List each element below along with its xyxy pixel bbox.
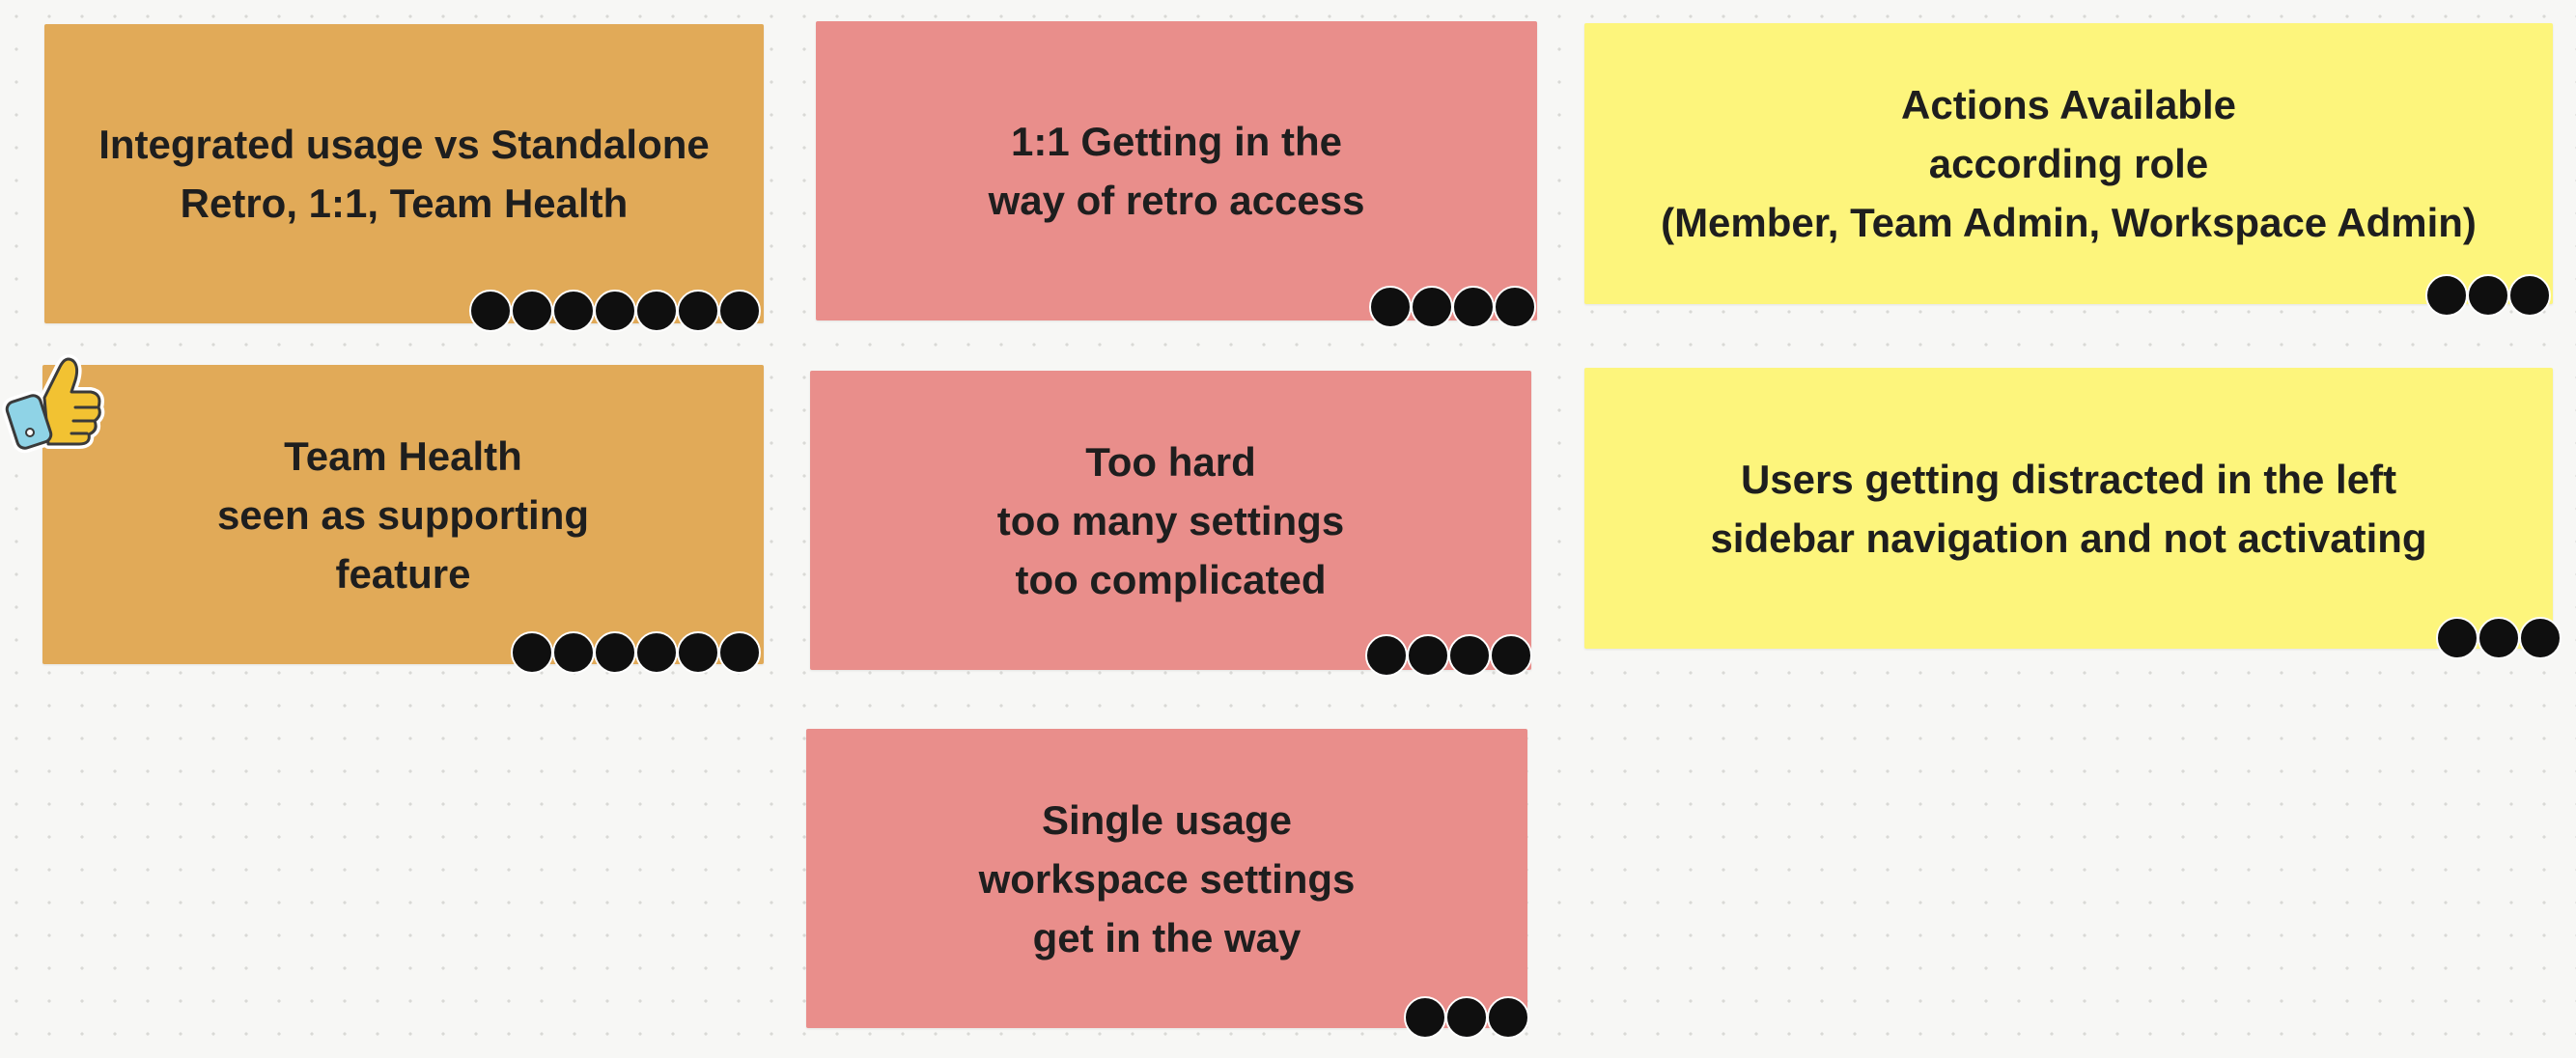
- thumbs-up-icon: [2, 354, 105, 454]
- vote-dot: [594, 290, 636, 332]
- vote-dot: [1445, 996, 1488, 1039]
- vote-dot: [677, 290, 719, 332]
- vote-dots: [511, 631, 761, 674]
- sticky-note-text: Single usage workspace settings get in t…: [978, 796, 1356, 961]
- vote-dots: [2425, 274, 2551, 317]
- vote-dot: [718, 290, 761, 332]
- sticky-note-text: Users getting distracted in the left sid…: [1710, 456, 2427, 561]
- vote-dot: [594, 631, 636, 674]
- vote-dot: [2519, 617, 2562, 659]
- vote-dot: [2478, 617, 2520, 659]
- vote-dot: [1369, 286, 1412, 328]
- vote-dot: [1407, 634, 1449, 677]
- vote-dot: [1448, 634, 1491, 677]
- vote-dot: [552, 631, 595, 674]
- vote-dot: [2425, 274, 2468, 317]
- sticky-note-text: 1:1 Getting in the way of retro access: [988, 119, 1365, 223]
- vote-dot: [469, 290, 512, 332]
- vote-dot: [718, 631, 761, 674]
- vote-dots: [1369, 286, 1536, 328]
- vote-dot: [1411, 286, 1453, 328]
- vote-dot: [1365, 634, 1408, 677]
- sticky-note-text: Too hard too many settings too complicat…: [996, 438, 1345, 602]
- vote-dot: [1490, 634, 1532, 677]
- sticky-note-sidebar-distraction[interactable]: Users getting distracted in the left sid…: [1584, 368, 2553, 649]
- thumbs-up-reaction[interactable]: [2, 348, 108, 454]
- vote-dot: [2436, 617, 2478, 659]
- sticky-note-actions-by-role[interactable]: Actions Available according role (Member…: [1584, 23, 2553, 304]
- vote-dot: [1487, 996, 1529, 1039]
- sticky-note-one-on-one-retro-access[interactable]: 1:1 Getting in the way of retro access: [816, 21, 1537, 320]
- vote-dots: [2436, 617, 2562, 659]
- vote-dot: [1494, 286, 1536, 328]
- vote-dot: [511, 631, 553, 674]
- vote-dot: [1404, 996, 1446, 1039]
- sticky-note-text: Actions Available according role (Member…: [1661, 82, 2477, 245]
- vote-dot: [635, 631, 678, 674]
- vote-dot: [552, 290, 595, 332]
- vote-dot: [635, 290, 678, 332]
- vote-dots: [1365, 634, 1532, 677]
- vote-dot: [511, 290, 553, 332]
- sticky-note-text: Team Health seen as supporting feature: [216, 432, 590, 597]
- vote-dot: [2467, 274, 2509, 317]
- sticky-note-team-health[interactable]: Team Health seen as supporting feature: [42, 365, 764, 664]
- vote-dot: [677, 631, 719, 674]
- sticky-note-integrated-usage[interactable]: Integrated usage vs Standalone Retro, 1:…: [44, 24, 764, 323]
- sticky-note-text: Integrated usage vs Standalone Retro, 1:…: [98, 122, 710, 226]
- vote-dot: [1452, 286, 1495, 328]
- vote-dot: [2508, 274, 2551, 317]
- sticky-note-single-usage[interactable]: Single usage workspace settings get in t…: [806, 729, 1527, 1028]
- vote-dots: [469, 290, 761, 332]
- sticky-note-too-hard[interactable]: Too hard too many settings too complicat…: [810, 371, 1531, 670]
- vote-dots: [1404, 996, 1529, 1039]
